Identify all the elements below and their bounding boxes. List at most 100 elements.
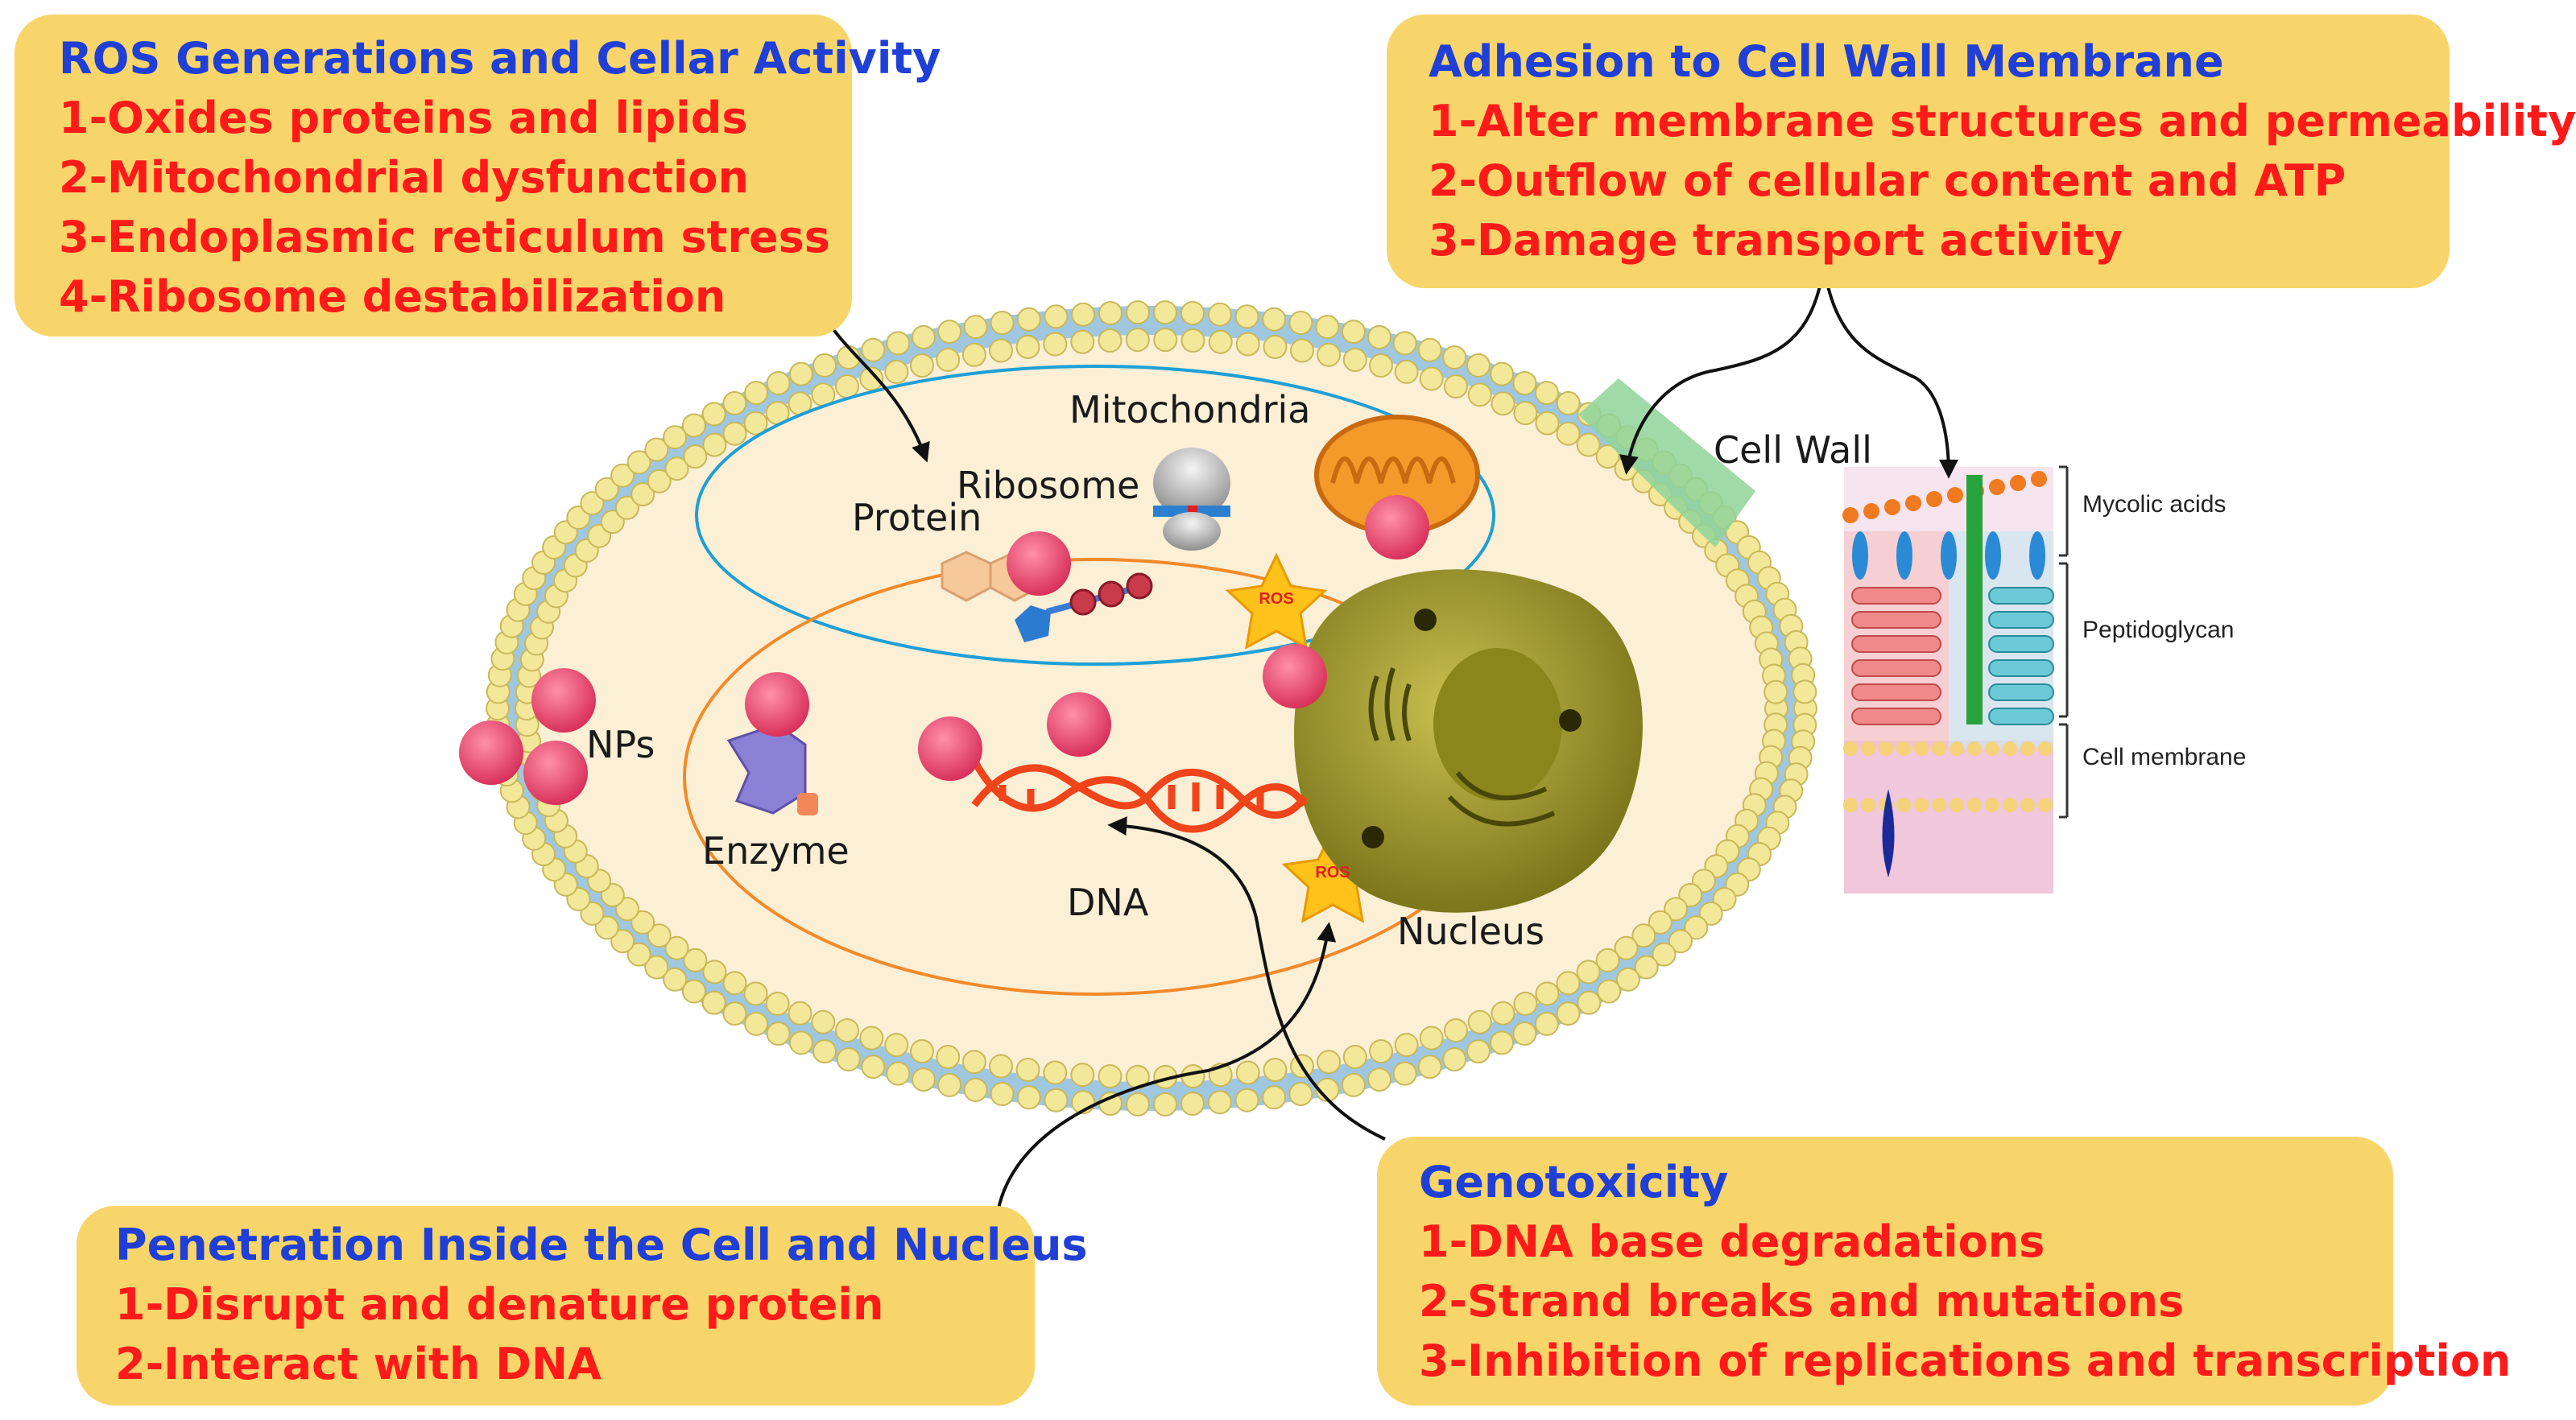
phospholipid-head [886,1061,911,1086]
phospholipid-head [722,390,747,415]
peptidoglycan-strand [1851,683,1941,701]
arrow-genotoxicity [1107,816,1386,1141]
phospholipid-head [1070,1063,1095,1088]
membrane-head [1861,741,1875,756]
ros-box-item: 1-Oxides proteins and lipids [59,93,748,143]
membrane-head [1985,798,1999,812]
phospholipid-head [1392,331,1417,356]
phospholipid-head [1153,300,1177,325]
phospholipid-head [594,477,619,502]
adhesion-box-item: 1-Alter membrane structures and permeabi… [1429,96,2576,147]
phospholipid-head [744,1011,769,1036]
phospholipid-head [1125,328,1150,353]
phospholipid-head [701,402,726,427]
mycolic-chain [1852,531,1868,580]
phospholipid-head [1288,1082,1313,1106]
phospholipid-head [1342,1045,1367,1069]
membrane-head [1879,741,1893,756]
membrane-head [1914,798,1929,812]
membrane-head [1896,741,1911,756]
phospholipid-head [884,1033,909,1058]
phospholipid-head [765,991,790,1016]
phospholipid-head [1535,981,1560,1006]
mycolic-head [1905,495,1921,511]
mycolic-acids-label: Mycolic acids [2082,491,2227,518]
nps-label: NPs [586,723,655,766]
ribosome-organelle [1153,448,1230,551]
ribosome-label: Ribosome [957,464,1140,507]
phospholipid-head [1513,401,1538,426]
phospholipid-head [788,1030,813,1055]
nucleus-label: Nucleus [1397,910,1545,953]
phospholipid-head [1652,942,1677,967]
membrane-head [1843,798,1858,812]
phospholipid-head [1668,929,1693,954]
membrane-head [1932,741,1946,756]
phospholipid-head [702,960,727,985]
phospholipid-head [1263,335,1288,359]
phospholipid-head [961,1050,986,1075]
nanoparticle [1263,644,1327,708]
phospholipid-head [1491,391,1515,416]
membrane-head [1967,741,1982,756]
membrane-head [1914,741,1929,756]
cell-wall-structure [1842,465,2069,894]
membrane-head [1950,798,1964,812]
phospholipid-head [1614,935,1639,960]
phospholipid-head [788,361,813,386]
phospholipid-head [647,469,672,493]
phospholipid-head [1263,1058,1288,1082]
genotoxicity-box-item: 1-DNA base degradations [1419,1216,2045,1267]
mycolic-head [1884,499,1900,515]
nucleus-organelle [1293,569,1643,913]
phospholipid-head [835,1018,859,1042]
phospholipid-head [1262,1085,1287,1110]
phospholipid-head [1576,960,1601,985]
peptidoglycan-strand [1851,659,1941,677]
phospholipid-head [1556,390,1581,415]
arrow-adhesion-wall [1619,265,1826,475]
phospholipid-head [1631,923,1656,948]
ros-box: ROS Generations and Cellar Activity 1-Ox… [14,14,941,336]
phospholipid-head [859,1026,884,1051]
nanoparticle [1365,495,1429,559]
phospholipid-head [1648,910,1673,935]
phospholipid-head [963,315,988,340]
phospholipid-head [664,935,689,960]
phospholipid-head [937,1072,962,1097]
phospholipid-head [1341,320,1366,345]
dna-label: DNA [1067,881,1149,924]
arrow-adhesion-structure [1822,265,1958,479]
penetration-box-item: 1-Disrupt and denature protein [115,1279,884,1330]
phospholipid-head [664,456,689,481]
mycolic-head [1863,503,1879,519]
phospholipid-head [835,374,859,398]
phospholipid-head [1207,1090,1232,1115]
phospholipid-head [722,971,747,996]
phospholipid-head [663,425,688,450]
phospholipid-head [990,311,1015,335]
phospholipid-head [1684,915,1709,940]
adhesion-box: Adhesion to Cell Wall Membrane 1-Alter m… [1387,14,2576,288]
peptidoglycan-label: Peptidoglycan [2082,617,2235,643]
phospholipid-head [1070,329,1095,354]
phospholipid-head [1792,679,1817,704]
phospholipid-head [886,331,911,356]
membrane-head [2003,798,2017,812]
peptide-bridge [1966,475,1983,724]
phospholipid-head [1153,328,1178,353]
phospholipid-head [1466,353,1491,378]
phospholipid-head [702,432,727,457]
phospholipid-head [600,510,625,535]
membrane-head [1932,798,1946,812]
phospholipid-head [936,1045,961,1069]
membrane-head [1896,798,1911,812]
phospholipid-head [1535,411,1560,435]
mycolic-head [2031,471,2047,487]
penetration-box-item: 2-Interact with DNA [115,1339,602,1389]
phospholipid-head [722,421,747,446]
ros-box-item: 3-Endoplasmic reticulum stress [59,212,830,262]
phospholipid-head [1534,1011,1559,1036]
phospholipid-head [1764,679,1788,704]
phospholipid-head [1597,979,1622,1004]
